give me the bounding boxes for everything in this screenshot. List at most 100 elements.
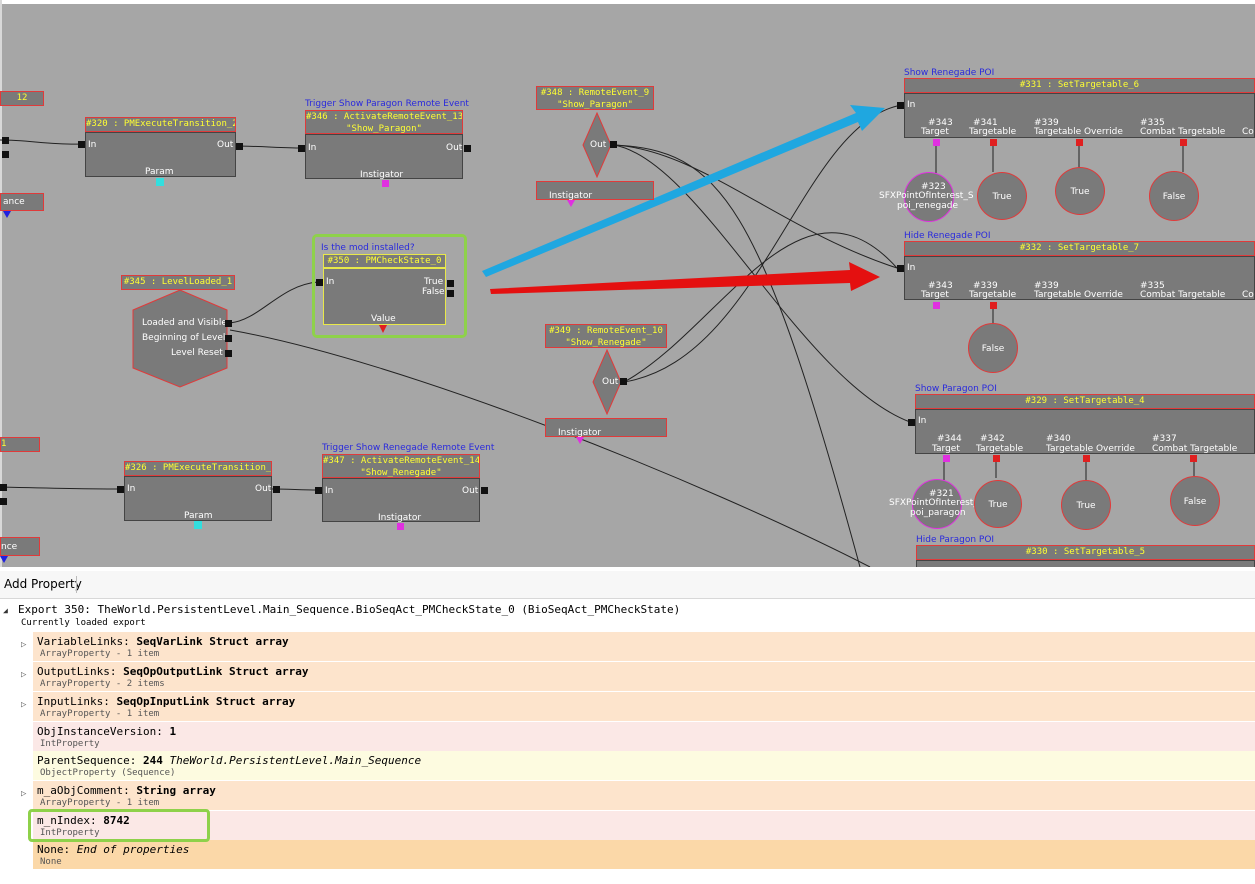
- out-label: Out: [446, 143, 463, 153]
- node-title: #330 : SetTargetable_5: [916, 545, 1255, 560]
- output-pin[interactable]: [464, 145, 471, 152]
- variable-pin[interactable]: [990, 302, 997, 309]
- node-body[interactable]: [124, 476, 272, 521]
- node-body[interactable]: [915, 409, 1255, 454]
- variable-pin[interactable]: [1180, 139, 1187, 146]
- bool-variable[interactable]: True: [1061, 480, 1111, 530]
- output-pin[interactable]: [236, 143, 243, 150]
- variable-pin[interactable]: [1190, 455, 1197, 462]
- collapse-arrow-icon[interactable]: ◢: [3, 606, 8, 615]
- property-type: IntProperty: [40, 739, 100, 749]
- expand-arrow-icon[interactable]: ▷: [21, 640, 27, 650]
- wire: [0, 139, 83, 145]
- var-label: Combat Targetable: [1140, 127, 1226, 137]
- node-comment: Hide Renegade POI: [904, 231, 991, 241]
- output-pin[interactable]: [2, 137, 9, 144]
- node-body[interactable]: [323, 268, 446, 325]
- output-pin[interactable]: [620, 378, 627, 385]
- node-body[interactable]: [916, 560, 1255, 567]
- variable-pin[interactable]: [943, 455, 950, 462]
- bool-variable[interactable]: False: [968, 323, 1018, 373]
- input-pin[interactable]: [315, 487, 322, 494]
- offscreen-node[interactable]: nce: [0, 537, 40, 556]
- output-pin[interactable]: [0, 484, 7, 491]
- expand-arrow-icon[interactable]: ▷: [21, 670, 27, 680]
- input-pin[interactable]: [117, 486, 124, 493]
- object-variable-323[interactable]: [904, 172, 954, 222]
- instigator-bar[interactable]: Instigator: [536, 181, 654, 201]
- node-body[interactable]: [305, 134, 463, 179]
- output-pin[interactable]: [225, 320, 232, 327]
- sequence-editor-canvas[interactable]: 12 ance 1 nce #320 : PMExecuteTransition…: [0, 0, 1255, 567]
- output-pin-true[interactable]: [447, 280, 454, 287]
- output-pin[interactable]: [273, 486, 280, 493]
- property-row[interactable]: OutputLinks: SeqOpOutputLink Struct arra…: [33, 662, 1255, 691]
- node-comment: Hide Paragon POI: [916, 535, 995, 545]
- input-pin[interactable]: [897, 102, 904, 109]
- false-label: False: [422, 287, 445, 297]
- triangle-down-icon: [3, 211, 11, 218]
- input-pin[interactable]: [897, 265, 904, 272]
- variable-pin[interactable]: [993, 455, 1000, 462]
- input-pin[interactable]: [316, 279, 323, 286]
- add-property-button[interactable]: Add Property: [4, 577, 82, 591]
- toolbar-separator: [76, 576, 77, 593]
- property-name: InputLinks: SeqOpInputLink Struct array: [37, 695, 296, 708]
- output-pin[interactable]: [2, 151, 9, 158]
- variable-pin[interactable]: [397, 523, 404, 530]
- variable-pin[interactable]: [382, 180, 389, 187]
- bool-variable[interactable]: True: [1055, 167, 1105, 215]
- output-pin[interactable]: [610, 141, 617, 148]
- variable-pin[interactable]: [933, 302, 940, 309]
- bool-variable[interactable]: True: [974, 480, 1022, 528]
- expand-arrow-icon[interactable]: ▷: [21, 789, 27, 799]
- input-pin[interactable]: [298, 145, 305, 152]
- node-body[interactable]: [85, 132, 236, 177]
- canvas-top-border: [0, 0, 1255, 4]
- node-body[interactable]: [904, 93, 1255, 138]
- export-header[interactable]: Export 350: TheWorld.PersistentLevel.Mai…: [18, 603, 681, 616]
- node-body[interactable]: [904, 256, 1255, 300]
- variable-pin[interactable]: [156, 178, 164, 186]
- node-body[interactable]: [322, 478, 480, 522]
- bool-variable[interactable]: False: [1149, 171, 1199, 221]
- input-pin[interactable]: [908, 419, 915, 426]
- property-name: m_nIndex: 8742: [37, 814, 130, 827]
- bool-variable[interactable]: True: [977, 172, 1027, 220]
- property-type: ArrayProperty - 1 item: [40, 649, 160, 659]
- param-label: Param: [184, 511, 213, 521]
- in-label: In: [325, 486, 334, 496]
- variable-pin[interactable]: [1076, 139, 1083, 146]
- var-id: #335: [1140, 281, 1165, 291]
- variable-pin[interactable]: [990, 139, 997, 146]
- variable-pin[interactable]: [933, 139, 940, 146]
- output-pin[interactable]: [225, 335, 232, 342]
- bool-variable[interactable]: False: [1170, 476, 1220, 526]
- instigator-bar[interactable]: Instigator: [545, 418, 667, 438]
- variable-pin[interactable]: [194, 521, 202, 529]
- var-name: SFXPointOfInterest_S: [889, 498, 984, 508]
- property-row[interactable]: ParentSequence: 244 TheWorld.PersistentL…: [33, 751, 1255, 780]
- output-pin[interactable]: [481, 487, 488, 494]
- offscreen-node[interactable]: ance: [0, 193, 44, 211]
- instigator-label: Instigator: [549, 191, 593, 201]
- node-title: #332 : SetTargetable_7: [904, 241, 1255, 256]
- instigator-label: Instigator: [558, 428, 602, 438]
- output-pin[interactable]: [225, 350, 232, 357]
- output-label: Level Reset: [171, 348, 223, 358]
- output-label: Beginning of Level: [142, 333, 226, 343]
- input-pin[interactable]: [78, 141, 85, 148]
- object-variable-321[interactable]: [912, 479, 962, 529]
- property-type: ArrayProperty - 1 item: [40, 709, 160, 719]
- output-pin[interactable]: [0, 498, 7, 505]
- wire: [613, 144, 861, 567]
- expand-arrow-icon[interactable]: ▷: [21, 700, 27, 710]
- variable-pin[interactable]: [1083, 455, 1090, 462]
- output-pin-false[interactable]: [447, 290, 454, 297]
